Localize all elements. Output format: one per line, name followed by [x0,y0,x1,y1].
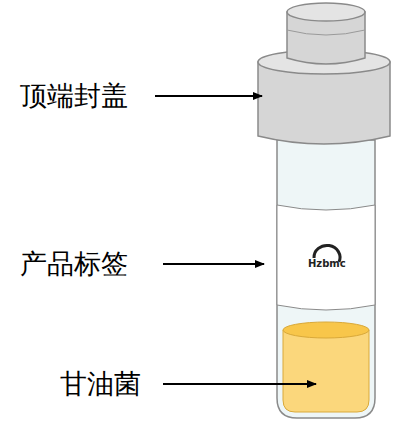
leader-arrow [163,263,264,265]
label-band [277,205,375,310]
part-name: 顶端封盖 [20,80,128,112]
glycerol-liquid [283,330,369,412]
tube-body [277,140,375,418]
part-name: 产品标签 [20,248,128,280]
cap-upper-top [287,3,365,21]
leader-arrow [163,383,316,385]
part-name: 甘油菌 [60,368,141,400]
leader-arrow [155,95,262,97]
logo-text: Hzbmc [308,258,346,270]
cap-ridge [287,30,365,35]
liquid-surface [283,322,369,338]
